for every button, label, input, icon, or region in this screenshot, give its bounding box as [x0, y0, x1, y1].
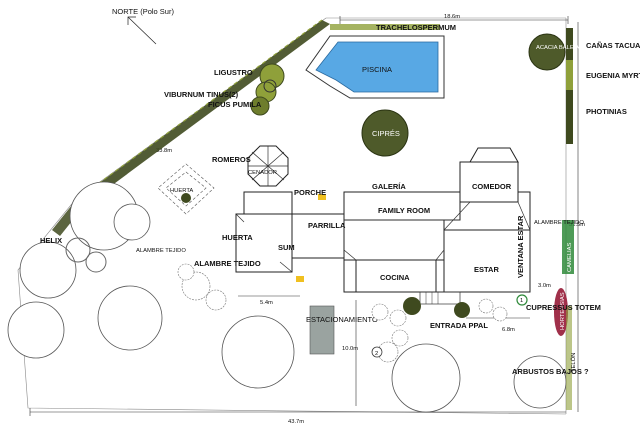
acacia-tree: ACACIA BALEIANA: [528, 33, 587, 71]
parrilla-label: PARRILLA: [308, 221, 346, 230]
cocina-label: COCINA: [380, 273, 410, 282]
fence-right-label: ALAMBRE TEJIDO: [534, 220, 584, 226]
acacia-label: ACACIA BALEIANA: [536, 45, 587, 51]
sum-label: SUM: [278, 243, 295, 252]
fence-left-label: ALAMBRE TEJIDO: [136, 248, 186, 254]
dim-diagonal: 33.8m: [156, 148, 172, 154]
ficus-label: FICUS PUMILA: [208, 100, 262, 109]
dim-side: 3.0m: [538, 283, 551, 289]
pool-label: PISCINA: [362, 65, 392, 74]
porche-label: PORCHE: [294, 188, 326, 197]
north-arrow: NORTE (Polo Sur): [112, 7, 174, 45]
dim-top: 18.6m: [444, 14, 460, 20]
galeria-label: GALERÍA: [372, 182, 406, 191]
hortensias-label: HORTENSIAS: [560, 292, 566, 330]
telon-label: TELÓN: [570, 353, 577, 372]
cupressus-label: CUPRESSUS TOTEM: [526, 303, 601, 312]
entrance-label: ENTRADA PPAL: [430, 321, 488, 330]
photinias-label: PHOTINIAS: [586, 107, 627, 116]
dim-bottom: 43.7m: [288, 419, 304, 425]
dim-parking: 10.0m: [342, 346, 358, 352]
gazebo[interactable]: CENADOR: [247, 145, 289, 187]
left-trees: [7, 181, 567, 413]
parking-label: ESTACIONAMIENTO: [306, 315, 378, 324]
cupressus-marker: 1: [516, 294, 528, 306]
comedor-label: COMEDOR: [472, 182, 512, 191]
canas-label: CAÑAS TACUARA: [586, 41, 640, 50]
comedor-room[interactable]: [459, 161, 519, 203]
main-entrance[interactable]: ENTRADA PPAL: [430, 321, 488, 330]
cypress-tree: CIPRÉS: [361, 109, 409, 157]
fence-mid-label: ALAMBRE TEJIDO: [194, 259, 261, 268]
cocina-room[interactable]: [355, 259, 437, 293]
eugenia-label: EUGENIA MYRTHIFOLIA: [586, 71, 640, 80]
house: [235, 147, 531, 305]
viburnum-label: VIBURNUM TINUS(2): [164, 90, 239, 99]
parking-area[interactable]: ESTACIONAMIENTO: [306, 305, 378, 355]
gazebo-label: CENADOR: [248, 170, 277, 176]
dim-right: 31.5m: [569, 222, 585, 228]
cypress-label: CIPRÉS: [372, 129, 400, 138]
north-label: NORTE (Polo Sur): [112, 7, 174, 16]
dim-porch: 5.4m: [260, 300, 273, 306]
pool[interactable]: PISCINA: [305, 35, 445, 99]
estar-label: ESTAR: [474, 265, 499, 274]
galeria-room[interactable]: [343, 191, 461, 221]
estar-room[interactable]: [443, 229, 531, 293]
hortensias-bed: HORTENSIAS: [554, 288, 568, 336]
family-room[interactable]: [343, 219, 445, 261]
dim-entry: 6.8m: [502, 327, 515, 333]
marker-two: 2: [371, 346, 383, 358]
arbustos-label: ARBUSTOS BAJOS ?: [512, 367, 589, 376]
ligustro-trees: [250, 63, 285, 116]
huerta-label: HUERTA: [222, 233, 253, 242]
huerta-square-label: HUERTA: [170, 188, 193, 194]
trachelospermum-label: TRACHELOSPERMUM: [376, 23, 456, 32]
romeros-label: ROMEROS: [212, 155, 251, 164]
camelias-label: CAMELIAS: [567, 243, 573, 272]
family-room-label: FAMILY ROOM: [378, 206, 430, 215]
right-hedge: [566, 28, 573, 144]
ligustro-label: LIGUSTRO: [214, 68, 253, 77]
camelias-bed: CAMELIAS: [562, 220, 574, 274]
telon-hedge: TELÓN: [566, 306, 577, 410]
vegetable-plot-square: HUERTA: [157, 163, 215, 215]
helix-label: HELIX: [40, 236, 62, 245]
marker-two-label: 2: [375, 351, 378, 357]
ventana-estar-label: VENTANA ESTAR: [516, 215, 525, 278]
marker-one: 1: [520, 298, 523, 304]
